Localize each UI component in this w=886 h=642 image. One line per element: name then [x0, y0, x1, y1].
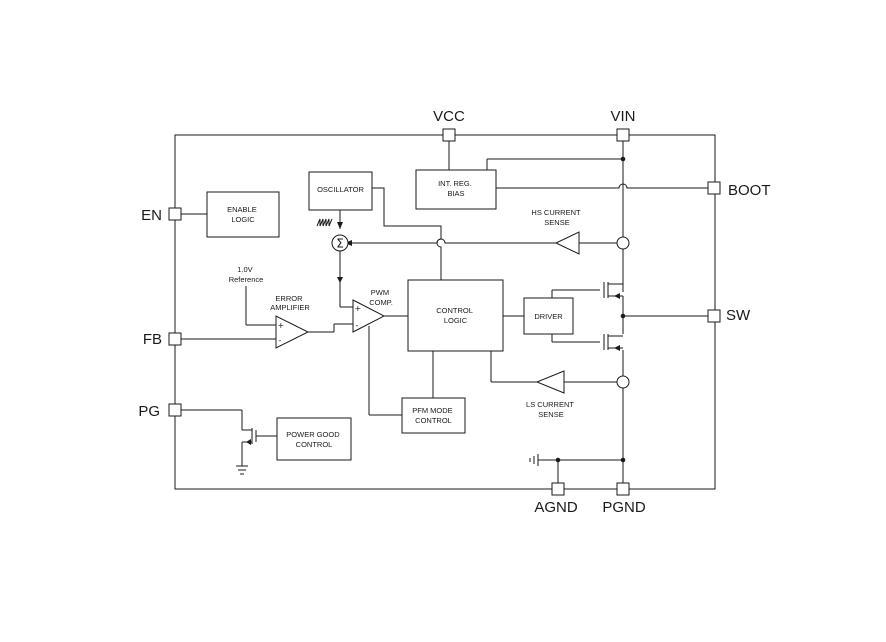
pin-boot — [707, 181, 721, 195]
pin-vin-label: VIN — [610, 108, 635, 125]
pwm-comparator — [352, 299, 386, 333]
error-amp-plus: + — [278, 321, 285, 330]
pin-fb-label: FB — [143, 331, 162, 348]
control-logic-label: CONTROL LOGIC — [436, 306, 474, 325]
pin-en-label: EN — [141, 207, 162, 224]
pin-vin — [616, 128, 630, 142]
high-side-mosfet-icon — [603, 282, 624, 300]
power-good-control-block — [276, 417, 352, 461]
enable-logic-label: ENABLE LOGIC — [227, 205, 259, 224]
driver-label: DRIVER — [534, 312, 563, 321]
oscillator-label: OSCILLATOR — [317, 185, 364, 194]
hs-sense-node — [616, 236, 630, 250]
ground-icon — [236, 465, 248, 475]
pwm-plus: + — [355, 304, 362, 313]
pwm-minus: - — [356, 321, 359, 330]
pin-pg-label: PG — [138, 403, 160, 420]
pin-pg — [168, 403, 182, 417]
enable-logic-block — [206, 191, 280, 238]
agnd-ground-icon — [529, 454, 539, 466]
pin-vcc-label: VCC — [433, 108, 465, 125]
ls-sense-node — [616, 375, 630, 389]
pin-agnd — [551, 482, 565, 496]
pin-pgnd — [616, 482, 630, 496]
arrows — [337, 222, 352, 283]
hs-current-sense-amp — [554, 231, 580, 255]
power-good-control-label: POWER GOOD CONTROL — [286, 430, 341, 449]
error-amplifier — [275, 315, 310, 349]
wires — [181, 140, 708, 483]
pin-vcc — [442, 128, 456, 142]
error-amp-minus: - — [279, 336, 282, 345]
driver-block — [523, 297, 574, 335]
oscillator-block — [308, 171, 373, 211]
error-amplifier-label: ERROR AMPLIFIER — [270, 294, 310, 312]
int-reg-bias-block — [415, 169, 497, 210]
pin-boot-label: BOOT — [728, 182, 771, 199]
summing-symbol: Σ — [336, 237, 344, 251]
pins — [168, 128, 721, 496]
pfm-mode-control-block — [401, 397, 466, 434]
pin-agnd-label: AGND — [534, 499, 578, 516]
reference-label: 1.0V Reference — [229, 265, 264, 284]
pg-mosfet-icon — [242, 428, 257, 445]
summing-node — [331, 234, 349, 252]
pin-fb — [168, 332, 182, 346]
pwm-comp-label: PWM COMP. — [369, 288, 393, 307]
pfm-mode-control-label: PFM MODE CONTROL — [412, 406, 455, 425]
low-side-mosfet-icon — [603, 334, 623, 351]
junction-dots — [555, 156, 626, 463]
pin-en — [168, 207, 182, 221]
sawtooth-icon — [316, 218, 333, 227]
ls-current-sense-amp — [535, 370, 565, 394]
pin-sw — [707, 309, 721, 323]
pin-pgnd-label: PGND — [602, 499, 646, 516]
hs-current-sense-label: HS CURRENT SENSE — [531, 208, 582, 227]
int-reg-bias-label: INT. REG. BIAS — [438, 179, 474, 198]
ls-current-sense-label: LS CURRENT SENSE — [526, 400, 576, 419]
pin-sw-label: SW — [726, 307, 751, 324]
control-logic-block — [407, 279, 504, 352]
